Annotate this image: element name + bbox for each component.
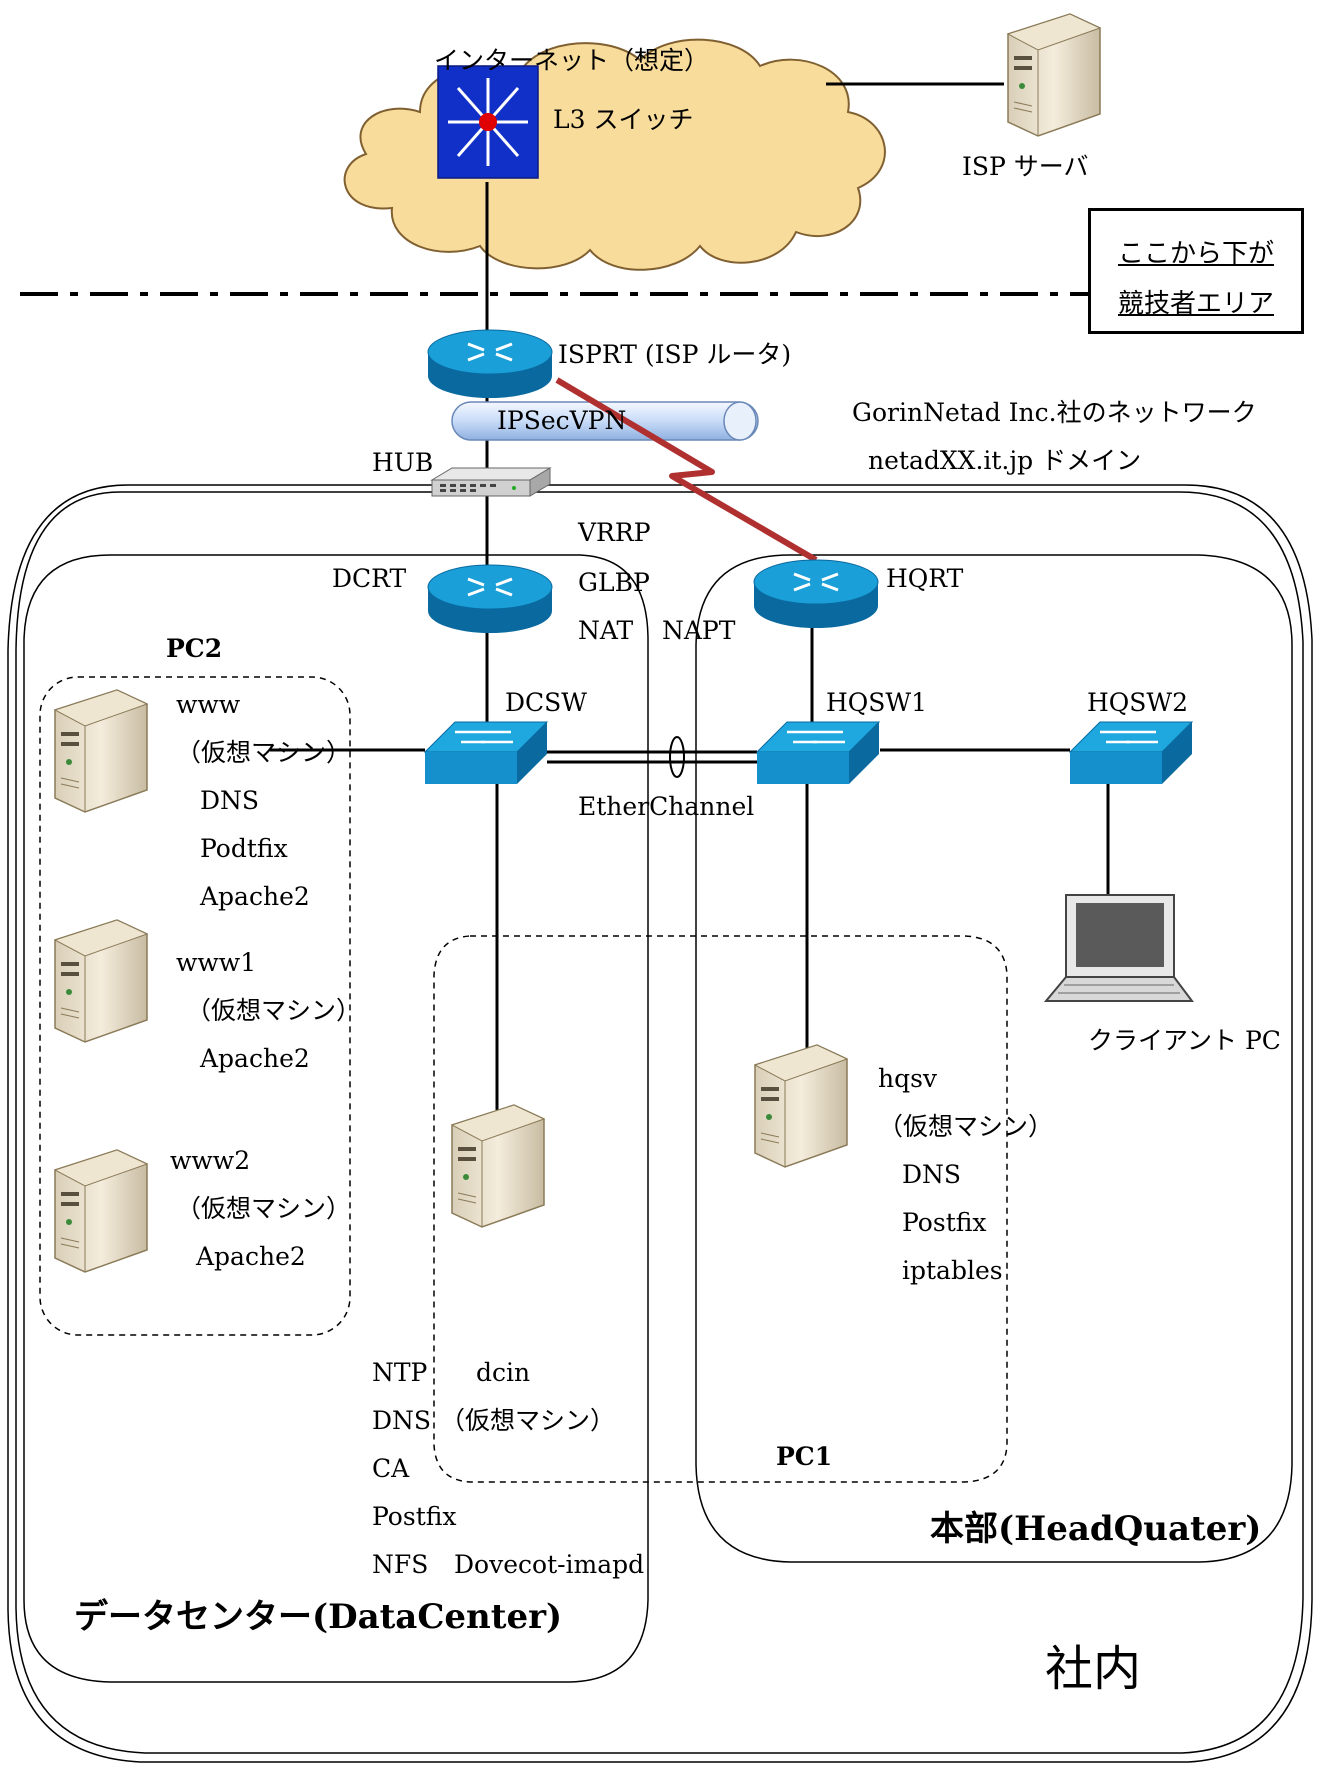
etherchannel-ring	[669, 736, 685, 778]
dcrt-router-icon	[426, 563, 554, 635]
hub-icon	[430, 467, 552, 497]
dcin-server-icon	[451, 1104, 545, 1228]
dcin-dovecot-label: Dovecot-imapd	[454, 1550, 645, 1579]
hqsv-dns-label: DNS	[902, 1160, 962, 1189]
isp-server-icon	[1007, 13, 1101, 137]
isprt-label: ISPRT (ISP ルータ)	[558, 340, 792, 369]
internet-label: インターネット（想定）	[434, 46, 710, 75]
dcsw-switch-icon	[423, 720, 549, 786]
dcin-ca-label: CA	[372, 1454, 410, 1483]
competitor-area-notice: ここから下が 競技者エリア	[1088, 208, 1304, 334]
dcin-name: dcin	[476, 1358, 531, 1387]
datacenter-area-label: データセンター(DataCenter)	[74, 1597, 563, 1637]
l3-switch-icon	[437, 65, 539, 179]
isp-server-label: ISP サーバ	[962, 152, 1089, 181]
ipsec-vpn-tube	[451, 401, 759, 441]
dcsw-label: DCSW	[505, 688, 587, 717]
client-pc-label: クライアント PC	[1088, 1026, 1281, 1055]
napt-label: NAPT	[662, 616, 736, 645]
pc2-group-outline	[39, 676, 351, 1336]
isprt-router-icon	[426, 328, 554, 400]
hqrt-label: HQRT	[886, 564, 964, 593]
www2-apache-label: Apache2	[196, 1242, 306, 1271]
datacenter-area-outline	[23, 554, 649, 1683]
ipsec-vpn-label: IPSecVPN	[497, 406, 627, 435]
hqsw1-label: HQSW1	[826, 688, 928, 717]
dcin-dns-label: DNS	[372, 1406, 432, 1435]
hqrt-router-icon	[752, 558, 880, 630]
hqsv-iptables-label: iptables	[902, 1256, 1003, 1285]
vpn-link	[555, 377, 818, 563]
dcin-vm-label: （仮想マシン）	[440, 1406, 616, 1435]
dcin-postfix-label: Postfix	[372, 1502, 457, 1531]
hub-label: HUB	[372, 448, 434, 477]
www-dns-label: DNS	[200, 786, 260, 815]
dcin-nfs-label: NFS	[372, 1550, 429, 1579]
hqsw1-switch-icon	[755, 720, 881, 786]
company-area-label: 社内	[1045, 1641, 1142, 1697]
company-area-outline-inner	[15, 491, 1304, 1754]
dcin-ntp-label: NTP	[372, 1358, 428, 1387]
www1-name: www1	[176, 948, 257, 977]
headquarter-area-outline	[695, 554, 1293, 1563]
hqsv-postfix-label: Postfix	[902, 1208, 987, 1237]
www-server-icon	[54, 689, 148, 813]
www-apache-label: Apache2	[200, 882, 310, 911]
www1-vm-label: （仮想マシン）	[186, 996, 362, 1025]
company-network-label: GorinNetad Inc.社のネットワーク	[852, 398, 1257, 427]
l3-switch-label: L3 スイッチ	[553, 105, 694, 134]
www-name: www	[176, 690, 241, 719]
www2-server-icon	[54, 1149, 148, 1273]
www1-apache-label: Apache2	[200, 1044, 310, 1073]
pc1-group-outline	[433, 935, 1008, 1483]
vrrp-label: VRRP	[578, 518, 651, 547]
nat-label: NAT	[578, 616, 634, 645]
pc2-label: PC2	[166, 634, 223, 663]
www2-name: www2	[170, 1146, 251, 1175]
etherchannel-label: EtherChannel	[578, 792, 755, 821]
headquarter-area-label: 本部(HeadQuater)	[930, 1509, 1262, 1549]
hqsv-vm-label: （仮想マシン）	[878, 1112, 1054, 1141]
dcrt-label: DCRT	[332, 564, 407, 593]
hqsw2-switch-icon	[1068, 720, 1194, 786]
glbp-label: GLBP	[578, 568, 650, 597]
notice-line-1: ここから下が	[1117, 239, 1274, 269]
company-domain-label: netadXX.it.jp ドメイン	[868, 446, 1142, 475]
notice-line-2: 競技者エリア	[1117, 289, 1274, 319]
www-postfix-label: Podtfix	[200, 834, 288, 863]
www1-server-icon	[54, 919, 148, 1043]
www-vm-label: （仮想マシン）	[176, 738, 352, 767]
hqsv-name: hqsv	[878, 1064, 938, 1093]
hqsv-server-icon	[754, 1044, 848, 1168]
laptop-icon	[1043, 894, 1194, 1002]
hqsw2-label: HQSW2	[1087, 688, 1189, 717]
company-area-outline	[7, 484, 1313, 1763]
pc1-label: PC1	[776, 1442, 833, 1471]
www2-vm-label: （仮想マシン）	[176, 1194, 352, 1223]
